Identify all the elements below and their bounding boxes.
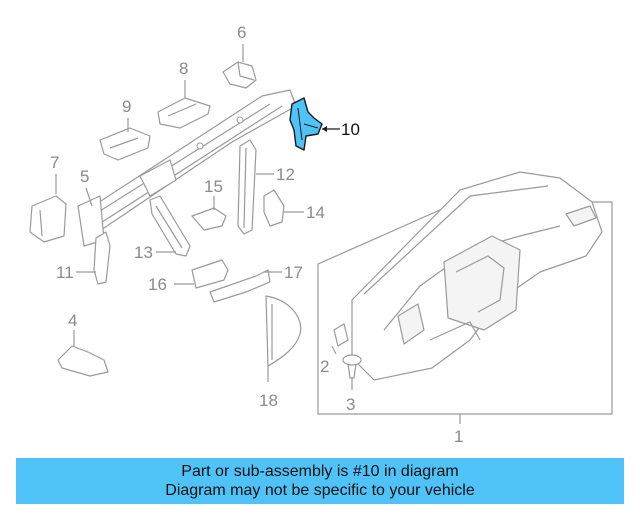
callout-1: 1 (454, 427, 463, 446)
part-11-bracket[interactable]: 11 (56, 231, 111, 285)
callout-18: 18 (259, 391, 278, 410)
callout-13: 13 (134, 243, 153, 262)
part-6-bracket[interactable]: 6 (222, 23, 257, 89)
part-12-vertical-brace[interactable]: 12 (237, 139, 295, 235)
part-7-side-bracket[interactable]: 7 (29, 153, 67, 243)
callout-14: 14 (306, 203, 325, 222)
callout-8: 8 (179, 59, 188, 78)
part-10-bracket-highlighted[interactable]: 10 (289, 97, 360, 151)
part-4-bracket[interactable]: 4 (57, 311, 109, 377)
callout-2: 2 (320, 357, 329, 376)
banner-line-1: Part or sub-assembly is #10 in diagram (181, 463, 459, 480)
part-16-bracket[interactable]: 16 (148, 259, 229, 294)
part-2-clip[interactable]: 2 (320, 323, 349, 376)
callout-6: 6 (237, 23, 246, 42)
callout-7: 7 (50, 153, 59, 172)
callout-17: 17 (284, 263, 303, 282)
callout-16: 16 (148, 275, 167, 294)
callout-11: 11 (56, 263, 74, 282)
part-1-instrument-panel[interactable]: 1 (317, 171, 613, 446)
callout-15: 15 (204, 177, 223, 196)
part-17-bracket[interactable]: 17 (209, 263, 303, 303)
callout-10: 10 (341, 120, 360, 139)
banner-line-2: Diagram may not be specific to your vehi… (165, 482, 475, 499)
part-5-crossmember-beam[interactable]: 5 (77, 89, 297, 247)
callout-9: 9 (122, 97, 131, 116)
part-9-bracket[interactable]: 9 (99, 97, 151, 161)
callout-3: 3 (346, 395, 355, 414)
callout-12: 12 (276, 165, 295, 184)
callout-5: 5 (80, 167, 89, 186)
part-8-bracket[interactable]: 8 (157, 59, 211, 129)
info-banner: Part or sub-assembly is #10 in diagram D… (16, 458, 624, 504)
part-14-bracket[interactable]: 14 (263, 189, 325, 227)
part-18-panel[interactable]: 18 (259, 295, 302, 410)
callout-4: 4 (68, 311, 77, 330)
part-15-bracket[interactable]: 15 (191, 177, 227, 231)
part-3-fastener[interactable]: 3 (342, 354, 362, 414)
part-13-brace[interactable]: 13 (134, 195, 191, 262)
